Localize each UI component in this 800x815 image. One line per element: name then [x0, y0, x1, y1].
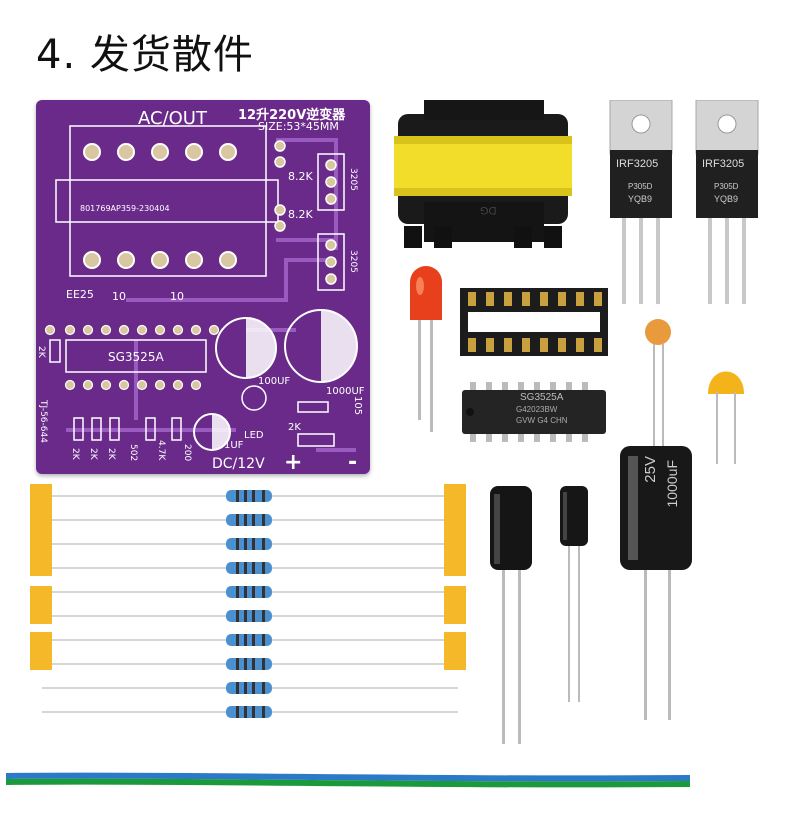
board-size: SIZE:53*45MM [258, 120, 339, 133]
cap100-label: 100UF [258, 376, 291, 387]
ic-label: SG3525A [108, 350, 164, 364]
r-top1-label: 8.2K [288, 170, 313, 183]
mos1-label: 3205 [348, 168, 358, 191]
page-heading: 4. 发货散件 [36, 32, 254, 78]
r10b-label: 10 [170, 290, 184, 303]
led-label: LED [244, 430, 264, 441]
mosfet-1-lot: P305D [628, 182, 653, 191]
bottom-res-6: 200 [182, 444, 192, 462]
c105-label: 105 [352, 396, 363, 416]
mosfet-1: IRF3205 P305D YQB9 [606, 99, 676, 305]
resistor-set [30, 484, 466, 718]
bottom-res-3: 2K [106, 448, 116, 460]
ic-socket [460, 288, 608, 356]
mosfet-2-lot: P305D [714, 182, 739, 191]
sg3525a-chip: SG3525A G42023BW GVW G4 CHN [460, 382, 608, 442]
cap1000-label: 1000UF [326, 386, 365, 397]
board-id: TJ-56-644 [38, 400, 48, 443]
plus-label: + [284, 450, 303, 475]
pcb-board: AC/OUT 12升220V逆变器 SIZE:53*45MM 801769AP3… [36, 100, 370, 475]
pcb-traces [44, 125, 358, 452]
mosfet-1-code: YQB9 [628, 194, 653, 204]
c1uf-label: 1UF [224, 440, 244, 451]
mos2-label: 3205 [348, 250, 358, 273]
board-title: 12升220V逆变器 [238, 108, 346, 123]
transformer-mark: DG [480, 204, 497, 216]
bottom-res-1: 2K [70, 448, 80, 460]
chip-line3: GVW G4 CHN [516, 416, 568, 425]
mosfet-2-part: IRF3205 [702, 158, 745, 170]
r2k-right-label: 2K [288, 422, 301, 433]
electrolytic-cap-1000uf: 25V 1000uF [620, 446, 692, 720]
electrolytic-cap-1 [488, 486, 534, 744]
chip-line2: G42023BW [516, 405, 558, 414]
cap-value: 1000uF [664, 460, 680, 508]
power-wire [6, 772, 690, 788]
ceramic-cap-2 [704, 358, 748, 464]
transformer-label: EE25 [66, 288, 94, 301]
ceramic-cap-1 [644, 318, 674, 454]
chip-part: SG3525A [520, 392, 564, 403]
electrolytic-cap-2 [558, 486, 590, 702]
mosfet-2: IRF3205 P305D YQB9 [692, 99, 762, 305]
r-top2-label: 8.2K [288, 208, 313, 221]
mosfet-2-code: YQB9 [714, 194, 739, 204]
ac-out-label: AC/OUT [138, 108, 207, 129]
bottom-res-4: 502 [128, 444, 138, 462]
dc-label: DC/12V [212, 456, 265, 472]
bottom-res-2: 2K [88, 448, 98, 460]
ee25-transformer: DG [394, 100, 574, 250]
transformer-code: 801769AP359-230404 [80, 204, 170, 213]
mosfet-1-part: IRF3205 [616, 158, 659, 170]
minus-label: - [348, 450, 358, 475]
bottom-res-5: 4.7K [156, 440, 166, 461]
r2k-left-label: 2K [36, 346, 46, 358]
red-led [406, 262, 446, 432]
r10a-label: 10 [112, 290, 126, 303]
cap-voltage: 25V [642, 456, 659, 483]
